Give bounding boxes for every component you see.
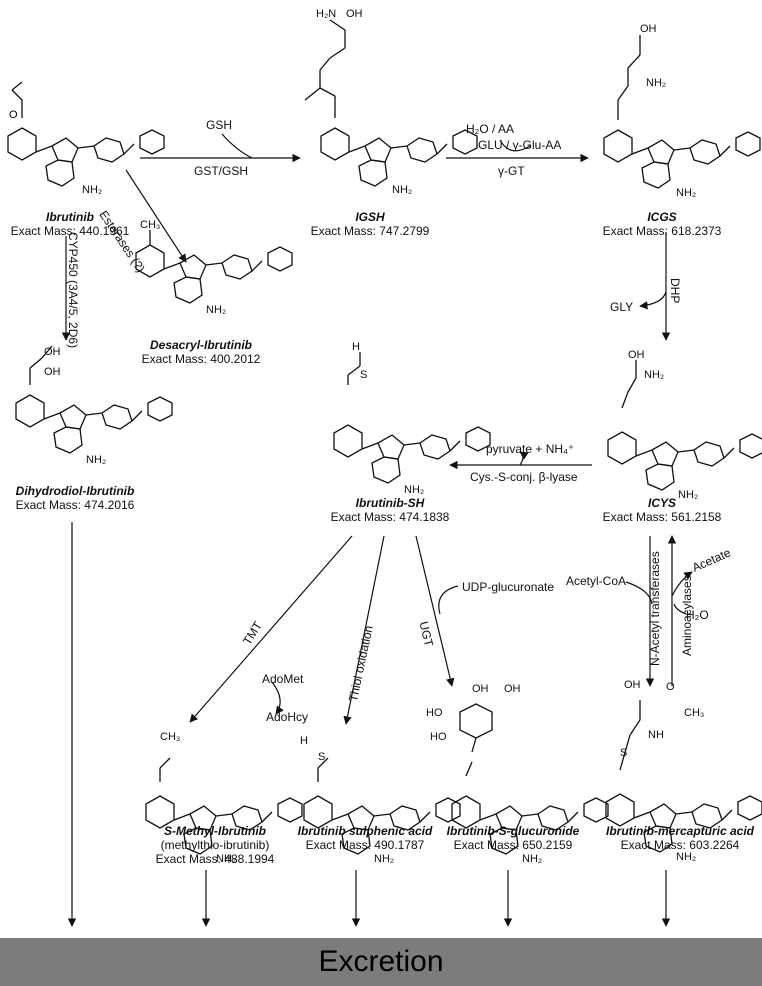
- excretion-label: Excretion: [318, 945, 444, 978]
- excretion-bar: Excretion: [0, 938, 762, 986]
- atom-label: NH₂: [644, 369, 664, 381]
- reaction-label-glu-aa: GLU / γ-Glu-AA: [478, 138, 562, 152]
- atom-label: NH₂: [392, 184, 412, 196]
- reaction-label-h2o-aa: H₂O / AA: [466, 122, 515, 136]
- reaction-label-cyp450: CYP450 (3A4/5, 2D6): [66, 232, 80, 349]
- atom-label: NH₂: [374, 853, 394, 865]
- reaction-label-n-acetyl-transferases: N-Acetyl transferases: [648, 551, 662, 666]
- reaction-arrows: [61, 133, 693, 927]
- igsh-structure: [304, 19, 478, 187]
- atom-label: NH₂: [646, 77, 666, 89]
- atom-label: NH₂: [206, 304, 226, 316]
- atom-label: S: [620, 747, 627, 759]
- s-methyl-structure: [145, 757, 303, 855]
- acetylcoa-cofactor-curve: [625, 581, 653, 605]
- atom-label: H: [300, 735, 308, 747]
- arrow-sh-to-sulphenic: [343, 535, 385, 725]
- icys-structure: [607, 360, 762, 491]
- atom-label: NH₂: [404, 484, 424, 496]
- atom-label: OH: [472, 683, 489, 695]
- reaction-label-lyase: Cys.-S-conj. β-lyase: [470, 470, 578, 484]
- glucuronide-structure: [451, 703, 609, 855]
- reaction-label-acetyl-coa: Acetyl-CoA: [566, 574, 627, 588]
- atom-label: CH₃: [160, 731, 180, 743]
- atom-label: NH₂: [676, 851, 696, 863]
- mercapturic-structure: [605, 700, 762, 853]
- water-cofactor-curve: [499, 139, 531, 152]
- atom-label: OH: [640, 23, 657, 35]
- reaction-label-gsh: GSH: [206, 118, 233, 132]
- gsh-cofactor-curve: [221, 133, 253, 159]
- reaction-label-gst-gsh: GST/GSH: [194, 164, 249, 178]
- reaction-label-adomet: AdoMet: [262, 672, 304, 686]
- atom-label: CH₃: [140, 219, 160, 231]
- adomet-cofactor-curve: [271, 681, 284, 715]
- ibrutinib-sh-structure: [333, 352, 491, 484]
- atom-label: HO: [430, 731, 447, 743]
- atom-label: OH: [346, 8, 363, 20]
- compound-label-s-methyl: S-Methyl-Ibrutinib (methylthio-ibrutinib…: [155, 824, 275, 866]
- atom-label: NH₂: [216, 853, 236, 865]
- sulphenic-structure: [303, 757, 461, 855]
- atom-label: NH: [648, 729, 664, 741]
- atom-label: OH: [624, 679, 641, 691]
- atom-label: NH₂: [82, 184, 102, 196]
- atom-label: S: [318, 751, 325, 763]
- reaction-label-udp-glucuronate: UDP-glucuronate: [462, 580, 555, 594]
- arrow-sh-to-glucuronide: [415, 535, 455, 687]
- acetate-byproduct-curve: [671, 571, 693, 597]
- reaction-label-pyruvate: pyruvate + NH₄⁺: [486, 442, 575, 456]
- atom-label: HO: [426, 707, 443, 719]
- reaction-label-adohcy: AdoHcy: [266, 710, 309, 724]
- reaction-label-dhp: DHP: [668, 278, 682, 304]
- icgs-structure: [603, 35, 761, 189]
- atom-label: OH: [504, 683, 521, 695]
- atom-label: O: [666, 681, 675, 693]
- h2o-cofactor-curve: [673, 603, 687, 615]
- dihydrodiol-structure: [15, 345, 173, 454]
- atom-label: OH: [44, 366, 61, 378]
- atom-label: H: [352, 341, 360, 353]
- atom-label: CH₃: [684, 707, 704, 719]
- pyruvate-byproduct-curve: [519, 451, 529, 466]
- atom-label: OH: [44, 346, 61, 358]
- atom-label: NH₂: [522, 853, 542, 865]
- atom-label: H₂N: [316, 8, 336, 20]
- atom-label: NH₂: [86, 454, 106, 466]
- atom-label: OH: [628, 349, 645, 361]
- arrow-sh-to-smethyl: [189, 535, 353, 723]
- atom-label: NH₂: [676, 187, 696, 199]
- desacryl-structure: [135, 230, 293, 304]
- atom-label: NH₂: [678, 489, 698, 501]
- gly-byproduct-curve: [639, 291, 667, 310]
- reaction-label-ggt: γ-GT: [498, 164, 525, 178]
- reaction-label-h2o: H₂O: [686, 608, 709, 622]
- arrow-ibrutinib-to-desacryl: [125, 169, 187, 263]
- reaction-label-gly: GLY: [610, 300, 634, 314]
- atom-label: S: [360, 369, 367, 381]
- ibrutinib-structure: [7, 81, 165, 187]
- atom-labels: NH₂ NH₂ NH₂ NH₂ NH₂ NH₂ NH₂ NH₂ NH₂ NH₂ …: [44, 8, 704, 865]
- udp-cofactor-curve: [438, 585, 459, 615]
- atom-label: O: [9, 109, 18, 121]
